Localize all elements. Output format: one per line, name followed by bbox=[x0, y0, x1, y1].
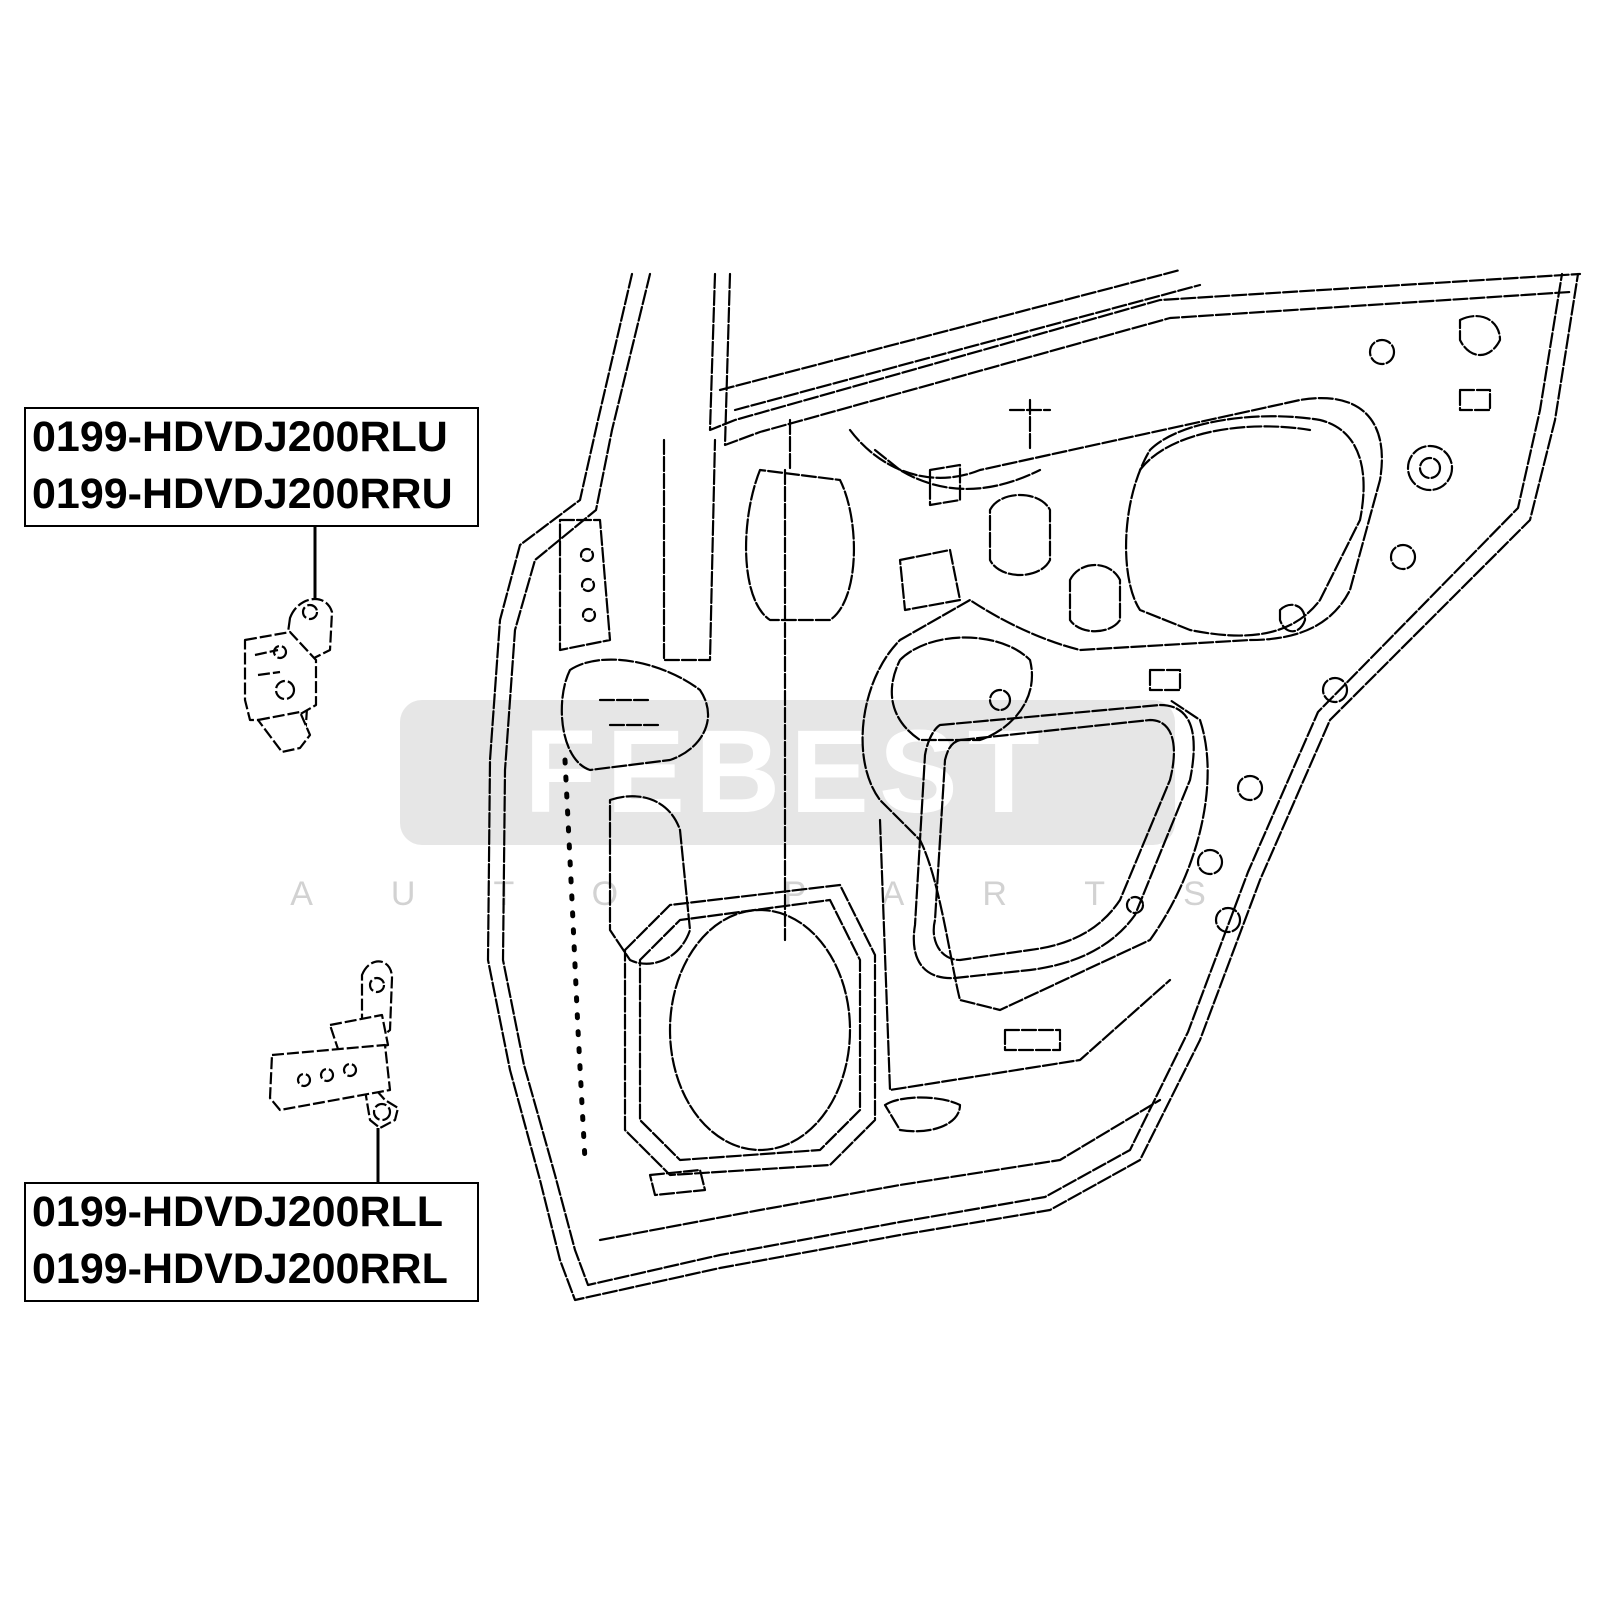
part-number-label-lower: 0199-HDVDJ200RLL 0199-HDVDJ200RRL bbox=[24, 1182, 479, 1302]
part-number-lower-right: 0199-HDVDJ200RRL bbox=[32, 1245, 448, 1293]
watermark: FEBEST AUTO PARTS bbox=[290, 700, 1284, 913]
part-number-upper-left: 0199-HDVDJ200RLU bbox=[32, 413, 448, 461]
lower-hinge bbox=[268, 960, 400, 1130]
watermark-brand: FEBEST bbox=[524, 706, 1050, 838]
part-number-label-upper: 0199-HDVDJ200RLU 0199-HDVDJ200RRU bbox=[24, 407, 479, 527]
speaker-opening bbox=[668, 908, 852, 1152]
watermark-tagline: AUTO PARTS bbox=[290, 875, 1284, 913]
watermark-band bbox=[400, 700, 1175, 845]
door-panel-drawing bbox=[486, 268, 1582, 1302]
leader-lines bbox=[313, 527, 380, 1182]
part-number-upper-right: 0199-HDVDJ200RRU bbox=[32, 470, 453, 518]
upper-hinge bbox=[243, 597, 334, 754]
part-number-lower-left: 0199-HDVDJ200RLL bbox=[32, 1188, 444, 1236]
